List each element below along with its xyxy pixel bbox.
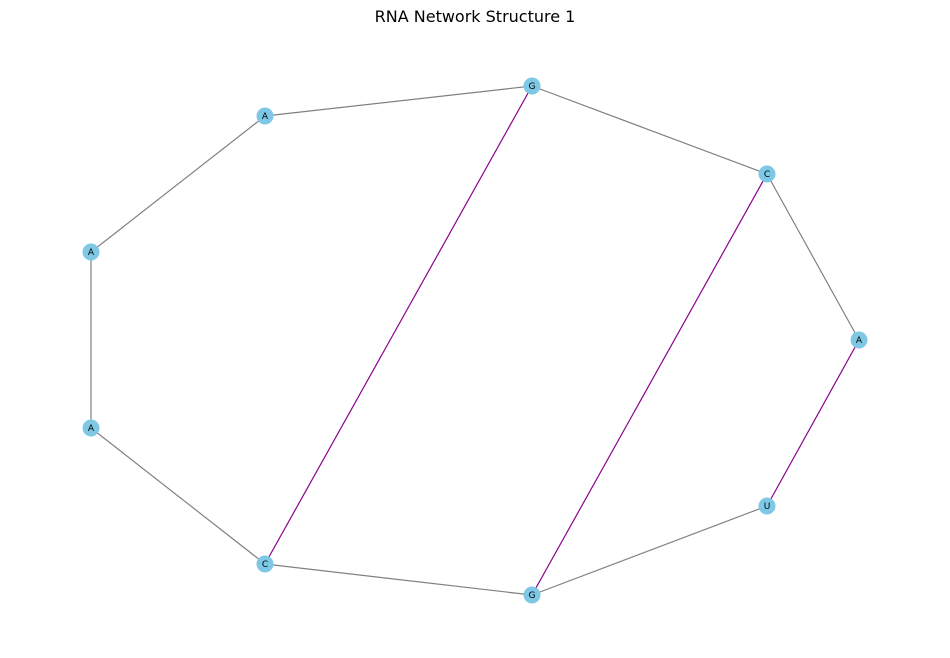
base-pair-edge-10 (766, 339, 860, 507)
node-circle (523, 586, 541, 604)
base-pair-edge-8 (264, 85, 533, 565)
node-n_u_bottomright: U (758, 497, 776, 515)
node-label: C (262, 560, 268, 570)
node-circle (758, 165, 776, 183)
backbone-edge-2 (766, 173, 860, 341)
node-n_a_left_upper: A (82, 243, 100, 261)
node-label: G (529, 82, 536, 92)
node-label: A (88, 424, 95, 434)
node-n_a_left_lower: A (82, 419, 100, 437)
backbone-edge-5 (90, 427, 266, 565)
node-circle (82, 243, 100, 261)
node-circle (82, 419, 100, 437)
node-n_a_upperleft: A (256, 107, 274, 125)
node-n_g_top: G (523, 77, 541, 95)
node-label: A (856, 336, 863, 346)
backbone-edge-3 (90, 115, 266, 253)
node-circle (850, 331, 868, 349)
node-circle (523, 77, 541, 95)
backbone-edge-1 (531, 85, 768, 175)
node-label: G (529, 591, 536, 601)
nodes-layer: G A A A C G U A C (82, 77, 868, 604)
node-circle (256, 107, 274, 125)
base-pair-edge-9 (531, 173, 768, 596)
node-label: A (88, 248, 95, 258)
figure-title: RNA Network Structure 1 (374, 7, 576, 26)
node-n_a_right: A (850, 331, 868, 349)
node-label: U (764, 502, 771, 512)
backbone-edge-6 (264, 563, 533, 596)
backbone-edge-7 (531, 505, 768, 596)
edges-layer (90, 85, 860, 596)
backbone-edge-0 (264, 85, 533, 117)
node-label: A (262, 112, 269, 122)
node-label: C (764, 170, 770, 180)
node-circle (758, 497, 776, 515)
node-n_g_bottom: G (523, 586, 541, 604)
node-circle (256, 555, 274, 573)
node-n_c_bottomleft: C (256, 555, 274, 573)
node-n_c_upperright: C (758, 165, 776, 183)
